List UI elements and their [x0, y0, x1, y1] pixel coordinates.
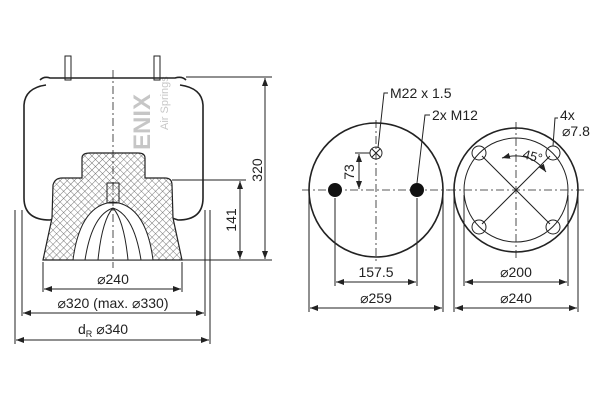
dim-bellows-diameter: ⌀320 (max. ⌀330) [57, 295, 168, 311]
stud-right [410, 183, 424, 197]
bottom-view: 45° 4x ⌀7.8 ⌀200 ⌀240 [448, 107, 590, 312]
stud-left [328, 183, 342, 197]
dim-height-141: 141 [223, 208, 239, 232]
side-view: 320 141 ⌀240 ⌀320 (max. ⌀330) dR⌀340 [14, 55, 272, 344]
label-holes-count: 4x [560, 107, 575, 123]
mounting-holes [471, 145, 561, 235]
svg-text:Air Springs: Air Springs [159, 76, 171, 130]
dim-height-320: 320 [249, 158, 265, 182]
dim-piston-diameter: ⌀240 [97, 271, 129, 287]
dim-stud-spacing: 157.5 [358, 264, 393, 280]
dim-top-diameter: ⌀259 [360, 290, 392, 306]
top-plate [39, 76, 187, 81]
label-holes-diameter: ⌀7.8 [562, 123, 590, 139]
watermark-logo: ENIX Air Springs [129, 76, 171, 150]
label-angle: 45° [521, 146, 544, 166]
mounting-studs [64, 55, 161, 81]
label-studs: 2x M12 [432, 107, 478, 123]
top-view: M22 x 1.5 2x M12 73 157.5 ⌀259 [302, 85, 478, 312]
dim-dr: dR⌀340 [78, 321, 128, 339]
dim-bolt-circle: ⌀200 [500, 264, 532, 280]
dim-offset-73: 73 [341, 164, 357, 180]
dim-bottom-diameter: ⌀240 [500, 290, 532, 306]
svg-text:ENIX: ENIX [129, 94, 156, 150]
bellows [23, 84, 204, 221]
label-thread: M22 x 1.5 [390, 85, 452, 101]
